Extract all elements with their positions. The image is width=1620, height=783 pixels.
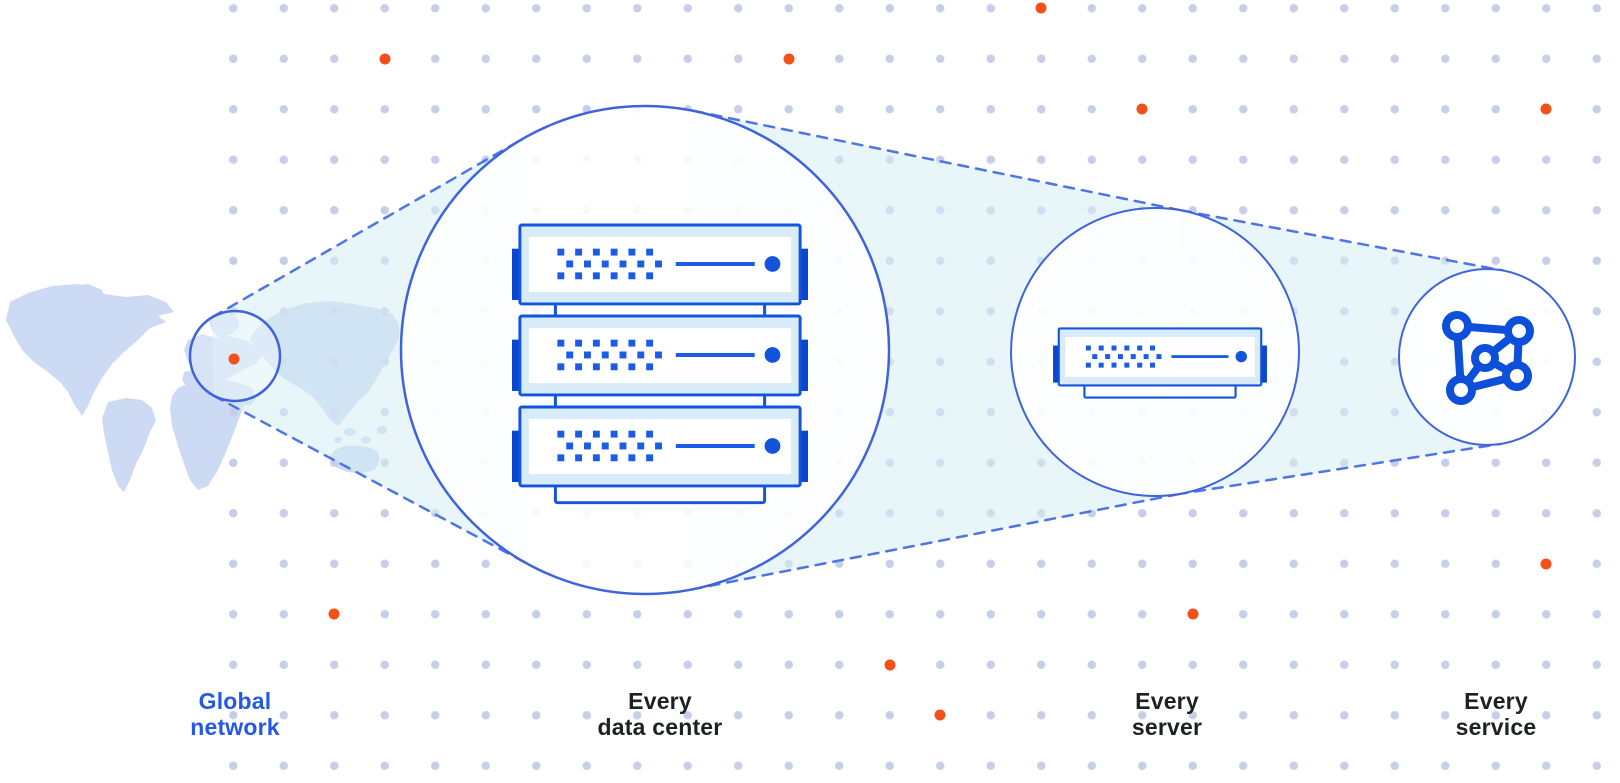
orange-dot bbox=[1540, 103, 1552, 115]
label-line: service bbox=[1455, 714, 1537, 740]
label-line: Every bbox=[628, 688, 692, 714]
orange-dot bbox=[379, 53, 390, 64]
map-greenland bbox=[60, 284, 106, 318]
single-server bbox=[1053, 327, 1267, 400]
orange-dot bbox=[1187, 608, 1198, 620]
label-every-data-center: Every data center bbox=[540, 688, 780, 740]
beam-dashed-edges bbox=[211, 109, 1505, 591]
label-line: data center bbox=[597, 714, 723, 740]
dashed-line bbox=[692, 109, 1186, 213]
orange-dot bbox=[884, 659, 895, 670]
map-location-marker bbox=[228, 353, 240, 365]
orange-dot bbox=[1136, 103, 1148, 115]
network-mesh-icon bbox=[1442, 311, 1534, 405]
label-line: server bbox=[1131, 714, 1203, 740]
map-north-america bbox=[6, 284, 174, 416]
label-every-server: Every server bbox=[1047, 688, 1287, 740]
server-rack bbox=[512, 223, 808, 505]
dashed-line bbox=[211, 137, 525, 319]
orange-dot bbox=[783, 53, 794, 64]
label-line: network bbox=[190, 714, 280, 740]
orange-dot bbox=[934, 709, 946, 721]
orange-dot bbox=[328, 608, 340, 620]
dashed-line bbox=[1175, 442, 1502, 496]
label-line: Every bbox=[1464, 688, 1528, 714]
orange-dot bbox=[1540, 558, 1552, 569]
label-every-service: Every service bbox=[1376, 688, 1616, 740]
label-global-network: Global network bbox=[115, 688, 355, 740]
label-line: Every bbox=[1135, 688, 1199, 714]
orange-dot bbox=[1035, 2, 1047, 14]
map-south-america bbox=[102, 398, 156, 492]
label-line: Global bbox=[198, 688, 272, 714]
dashed-line bbox=[212, 394, 532, 567]
dashed-line bbox=[1180, 209, 1505, 272]
dashed-line bbox=[690, 492, 1184, 591]
